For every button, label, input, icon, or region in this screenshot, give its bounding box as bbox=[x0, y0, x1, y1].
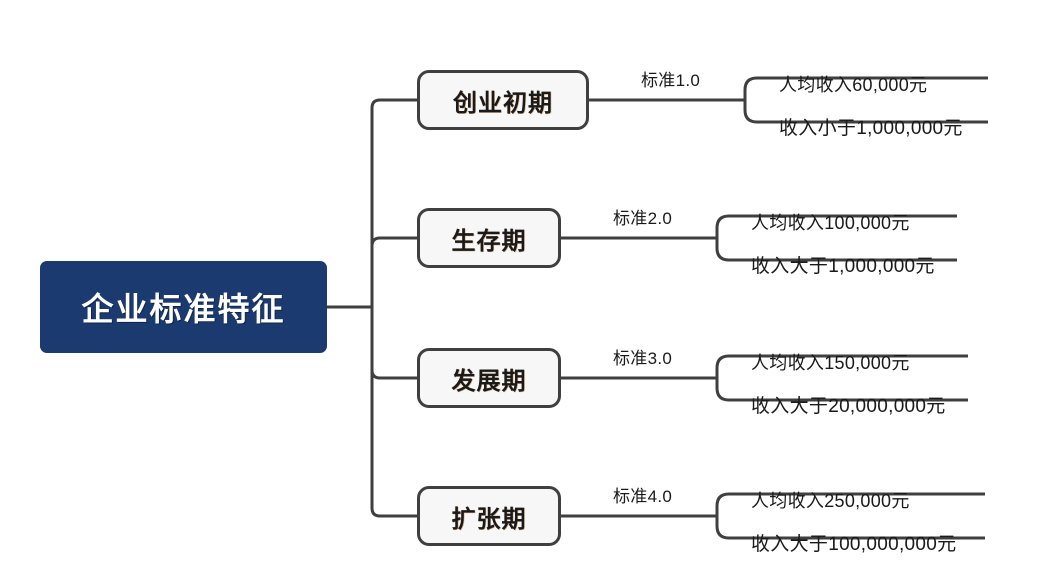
wire-trunk-branch-4 bbox=[370, 307, 417, 518]
connector-label-1: 标准1.0 bbox=[641, 71, 701, 90]
wire-trunk-branch-3 bbox=[370, 307, 417, 380]
branch-node-1[interactable]: 创业初期 bbox=[417, 70, 589, 130]
branch-node-2[interactable]: 生存期 bbox=[417, 208, 561, 268]
leaf-3-bottom-text: 收入大于20,000,000元 bbox=[751, 396, 946, 417]
leaf-2-bottom-text: 收入大于1,000,000元 bbox=[751, 256, 935, 277]
leaf-3-top-text: 人均收入150,000元 bbox=[751, 353, 910, 373]
branch-node-3-label: 发展期 bbox=[451, 367, 527, 395]
leaf-4-top-text: 人均收入250,000元 bbox=[751, 491, 910, 511]
connector-label-3: 标准3.0 bbox=[613, 349, 673, 368]
wire-trunk-branch-2 bbox=[370, 236, 417, 307]
branch-node-4[interactable]: 扩张期 bbox=[417, 486, 561, 546]
root-node-label: 企业标准特征 bbox=[81, 291, 286, 327]
root-node[interactable]: 企业标准特征 bbox=[40, 261, 327, 353]
branch-node-2-label: 生存期 bbox=[451, 227, 527, 255]
connector-label-2: 标准2.0 bbox=[613, 209, 673, 228]
branch-node-1-label: 创业初期 bbox=[453, 89, 553, 117]
wire-trunk-branch-1 bbox=[370, 98, 417, 307]
leaf-4-bottom-text: 收入大于100,000,000元 bbox=[751, 534, 957, 555]
leaf-1-bottom-text: 收入小于1,000,000元 bbox=[779, 118, 963, 139]
branch-node-4-label: 扩张期 bbox=[451, 505, 527, 533]
branch-node-3[interactable]: 发展期 bbox=[417, 348, 561, 408]
leaf-1-top-text: 人均收入60,000元 bbox=[779, 75, 928, 95]
leaf-2-top-text: 人均收入100,000元 bbox=[751, 213, 910, 233]
connector-label-4: 标准4.0 bbox=[613, 487, 673, 506]
